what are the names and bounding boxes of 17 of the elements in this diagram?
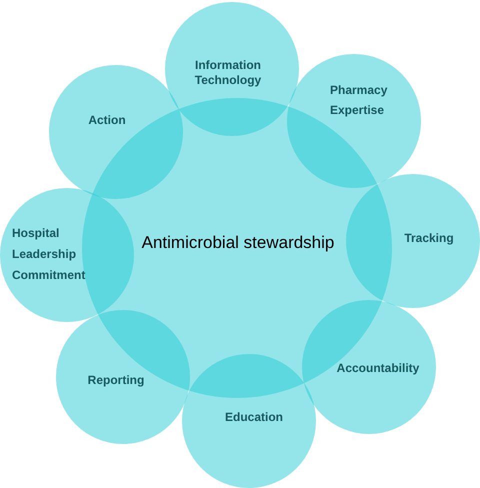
topic-circle (182, 354, 316, 488)
topic-circle (0, 188, 134, 322)
topic-circle (287, 54, 421, 188)
topic-label: Reporting (86, 373, 146, 388)
topic-label: Education (224, 410, 284, 425)
topic-label: Tracking (403, 231, 455, 246)
topic-label: Pharmacy Expertise (330, 82, 388, 119)
topic-circle (56, 310, 190, 444)
topic-circle (346, 174, 480, 308)
topic-label: Hospital Leadership Commitment (12, 225, 86, 284)
topic-label: Information Technology (194, 58, 262, 88)
topic-circle (302, 300, 436, 434)
topic-circle (49, 65, 183, 199)
topic-circle (165, 2, 299, 136)
topic-label: Accountability (336, 361, 420, 376)
topic-label: Action (87, 113, 127, 128)
central-title: Antimicrobial stewardship (140, 232, 336, 254)
